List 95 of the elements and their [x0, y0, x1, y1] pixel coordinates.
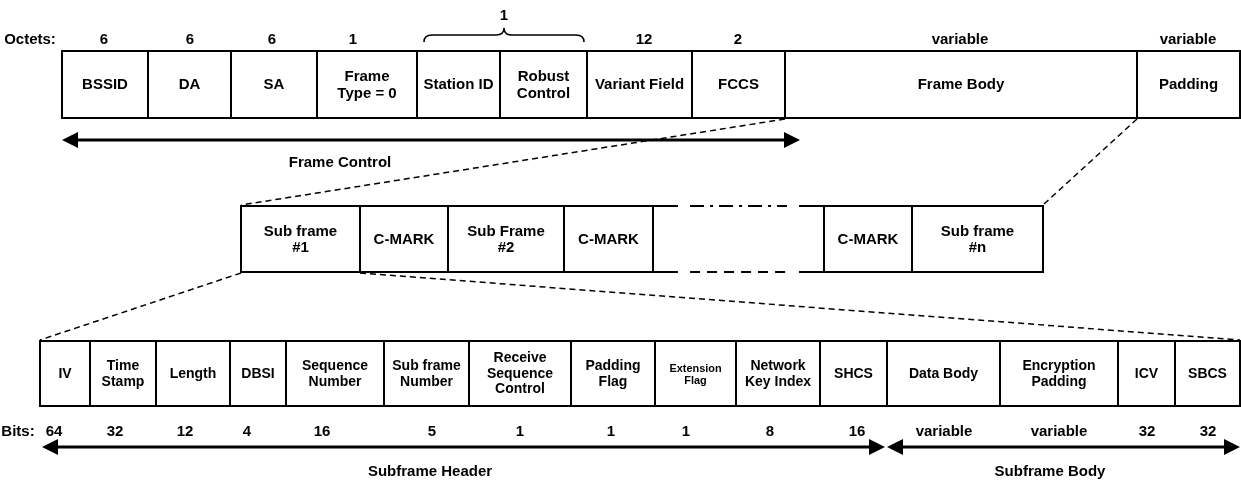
field-label: Variant Field — [594, 76, 685, 93]
field-cell — [285, 340, 385, 407]
field-cell — [499, 50, 588, 119]
bit-count: 16 — [313, 421, 331, 439]
field-cell — [147, 50, 232, 119]
field-cell — [316, 50, 418, 119]
field-cell — [240, 205, 361, 273]
field-cell — [447, 205, 565, 273]
field-cell — [383, 340, 470, 407]
field-label: IV — [58, 365, 72, 382]
field-label: Sub frame Number — [391, 358, 462, 389]
elided-segment — [652, 205, 825, 273]
field-cell — [784, 50, 1138, 119]
field-label: DA — [178, 76, 201, 93]
octet-count: 1 — [348, 29, 358, 47]
field-label: Data Body — [908, 365, 979, 382]
octet-count: variable — [1159, 29, 1217, 47]
field-label: Padding — [1158, 76, 1219, 93]
field-label: C-MARK — [578, 230, 639, 248]
field-label: Sub frame #n — [939, 222, 1016, 256]
field-cell — [230, 50, 318, 119]
field-label: Encryption Padding — [1021, 358, 1097, 389]
field-label: Station ID — [423, 76, 494, 93]
row-heading: Bits: — [1, 421, 35, 439]
field-label: Padding Flag — [584, 358, 642, 389]
field-label: FCCS — [718, 76, 759, 93]
field-cell — [586, 50, 693, 119]
field-label: Frame Body — [917, 76, 1005, 93]
row-heading: Octets: — [4, 29, 56, 47]
field-cell — [1117, 340, 1176, 407]
bit-count: 12 — [176, 421, 194, 439]
octet-count: 1 — [499, 5, 509, 23]
octet-count: 6 — [99, 29, 109, 47]
field-label: SHCS — [834, 365, 873, 382]
octet-count: 12 — [635, 29, 653, 47]
bit-count: 64 — [45, 421, 63, 439]
span-label: Frame Control — [288, 152, 392, 170]
field-label: Length — [169, 365, 217, 382]
bit-count: variable — [1030, 421, 1088, 439]
field-cell — [570, 340, 656, 407]
field-label: Frame Type = 0 — [336, 68, 398, 101]
field-label: Time Stamp — [100, 358, 146, 389]
octet-count: 2 — [733, 29, 743, 47]
octet-count: 6 — [185, 29, 195, 47]
bit-count: 1 — [681, 421, 691, 439]
field-cell — [654, 340, 737, 407]
field-label: Robust Control — [515, 68, 572, 101]
field-cell — [359, 205, 449, 273]
field-cell — [416, 50, 501, 119]
field-cell — [39, 340, 91, 407]
field-cell — [89, 340, 157, 407]
zoom-line — [39, 272, 242, 341]
field-label: Receive Sequence Control — [485, 350, 555, 397]
bit-count: 8 — [765, 421, 775, 439]
field-label: ICV — [1134, 365, 1159, 382]
bit-count: 1 — [606, 421, 616, 439]
field-cell — [1174, 340, 1241, 407]
octet-count: 6 — [267, 29, 277, 47]
bit-count: variable — [915, 421, 973, 439]
field-cell — [563, 205, 654, 273]
bit-count: 32 — [1199, 421, 1217, 439]
field-label: BSSID — [82, 76, 128, 93]
field-cell — [1136, 50, 1241, 119]
field-label: Extension Flag — [668, 361, 723, 386]
field-cell — [911, 205, 1044, 273]
field-cell — [823, 205, 913, 273]
field-label: DBSI — [241, 365, 275, 382]
field-cell — [468, 340, 572, 407]
zoom-line — [240, 118, 786, 206]
field-label: Sequence Number — [300, 358, 370, 389]
field-cell — [735, 340, 821, 407]
field-label: SBCS — [1188, 365, 1227, 382]
field-cell — [819, 340, 888, 407]
bit-count: 16 — [848, 421, 866, 439]
field-label: C-MARK — [837, 230, 899, 248]
field-label: SA — [263, 76, 285, 93]
field-label: Network Key Index — [743, 358, 813, 389]
field-cell — [999, 340, 1119, 407]
zoom-line — [1042, 118, 1138, 206]
field-cell — [61, 50, 149, 119]
span-label: Subframe Header — [367, 461, 493, 479]
field-cell — [229, 340, 287, 407]
bit-count: 4 — [242, 421, 252, 439]
bit-count: 5 — [427, 421, 437, 439]
field-label: Sub Frame #2 — [466, 222, 546, 256]
field-label: Sub frame #1 — [262, 222, 339, 256]
span-label: Subframe Body — [994, 461, 1106, 479]
bit-count: 32 — [1138, 421, 1156, 439]
field-cell — [155, 340, 231, 407]
bit-count: 1 — [515, 421, 525, 439]
field-cell — [691, 50, 786, 119]
bit-count: 32 — [106, 421, 124, 439]
octet-count: variable — [931, 29, 989, 47]
field-label: C-MARK — [373, 230, 435, 248]
field-cell — [886, 340, 1001, 407]
